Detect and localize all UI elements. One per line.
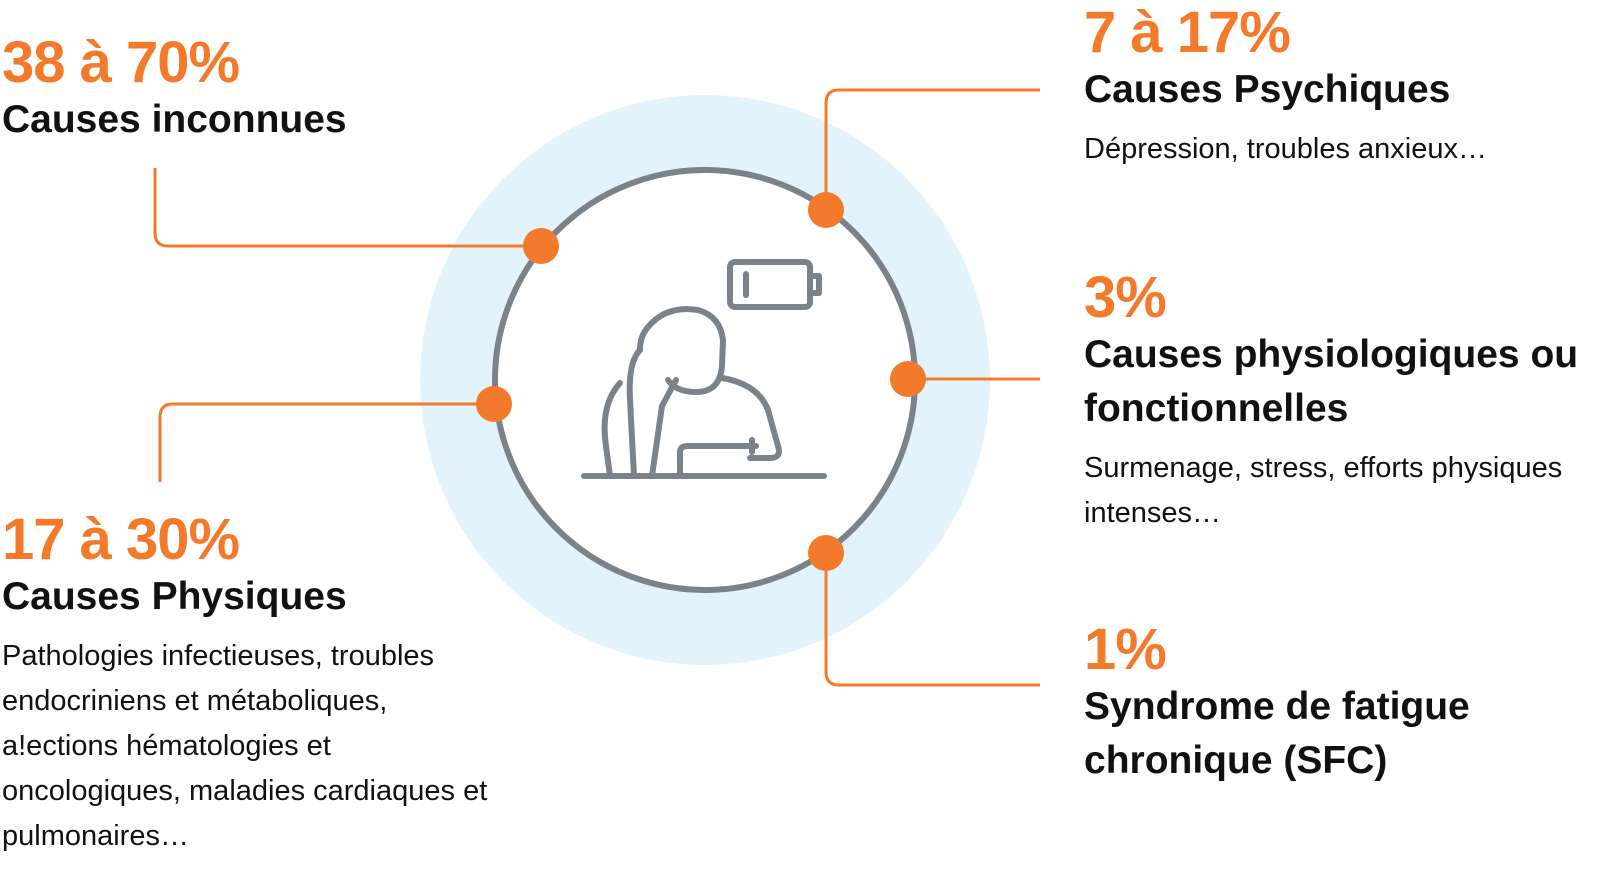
outer-ring <box>492 167 918 593</box>
pct-physio: 3% <box>1084 265 1167 330</box>
desc-physio: Surmenage, stress, efforts physiques int… <box>1084 452 1563 529</box>
title-psychiques: Causes Psychiques <box>1084 68 1451 111</box>
title-sfc: Syndrome de fatigue chronique (SFC) <box>1084 685 1470 782</box>
connector-psychiques <box>824 88 1040 210</box>
pct-inconnues: 38 à 70% <box>2 30 240 95</box>
connector-inconnues <box>153 168 541 248</box>
tired-person-low-battery-icon <box>581 259 827 479</box>
node-physio <box>890 361 926 397</box>
block-syndrome-fatigue-chronique: 1% Syndrome de fatigue chronique (SFC) <box>1084 620 1600 788</box>
node-physiques <box>476 386 512 422</box>
pct-psychiques: 7 à 17% <box>1084 0 1291 65</box>
desc-psychiques: Dépression, troubles anxieux… <box>1084 133 1487 165</box>
pct-physiques: 17 à 30% <box>2 507 240 572</box>
block-causes-inconnues: 38 à 70% Causes inconnues <box>2 33 347 147</box>
desc-physiques: Pathologies infectieuses, troubles endoc… <box>2 640 488 852</box>
block-causes-physiologiques: 3% Causes physiologiques ou fonctionnell… <box>1084 268 1600 536</box>
node-inconnues <box>523 228 559 264</box>
connector-sfc <box>824 553 1040 687</box>
connector-physiques <box>158 402 494 482</box>
pct-sfc: 1% <box>1084 617 1167 682</box>
title-inconnues: Causes inconnues <box>2 98 347 141</box>
block-causes-psychiques: 7 à 17% Causes Psychiques Dépression, tr… <box>1084 3 1600 172</box>
node-psychiques <box>808 192 844 228</box>
node-sfc <box>808 535 844 571</box>
title-physio: Causes physiologiques ou fonctionnelles <box>1084 333 1579 430</box>
block-causes-physiques: 17 à 30% Causes Physiques Pathologies in… <box>2 510 502 859</box>
title-physiques: Causes Physiques <box>2 575 347 618</box>
